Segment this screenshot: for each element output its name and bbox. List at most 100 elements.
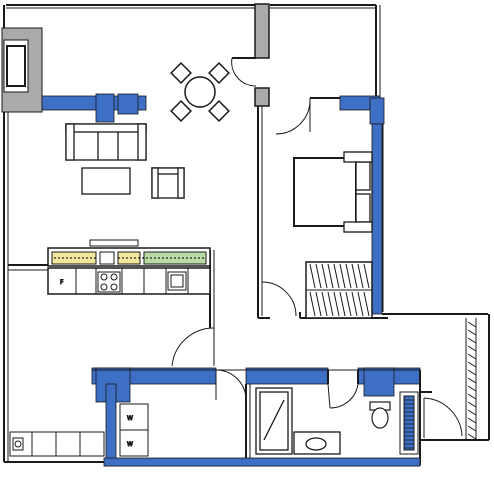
counter-dot bbox=[146, 257, 148, 259]
counter-dot bbox=[78, 257, 80, 259]
hanger bbox=[339, 263, 346, 289]
doors bbox=[171, 57, 463, 438]
counter-dot bbox=[150, 257, 152, 259]
counter-dot bbox=[142, 257, 144, 259]
door-swing-icon bbox=[171, 327, 215, 367]
hangers bbox=[309, 263, 370, 289]
counter-dot bbox=[194, 257, 196, 259]
structure-beams bbox=[41, 93, 421, 467]
counter-dot bbox=[74, 257, 76, 259]
hanger bbox=[357, 291, 364, 317]
hanger bbox=[345, 263, 352, 289]
railing-slat bbox=[467, 425, 477, 432]
hanger bbox=[321, 263, 328, 289]
counter-dot bbox=[54, 257, 56, 259]
counter-dot bbox=[166, 257, 168, 259]
counter-dot bbox=[62, 257, 64, 259]
hanger bbox=[327, 263, 334, 289]
kitchen-counter-icon: F bbox=[47, 239, 211, 295]
hanger bbox=[321, 291, 328, 317]
washbasin-icon bbox=[293, 431, 341, 455]
counter-dot bbox=[82, 257, 84, 259]
railing-slat bbox=[467, 321, 477, 328]
counter-dot bbox=[174, 257, 176, 259]
railing-slat bbox=[467, 409, 477, 416]
railing-slat bbox=[467, 417, 477, 424]
railing-slat bbox=[467, 329, 477, 336]
wardrobe-icon bbox=[305, 261, 373, 319]
railing-slat bbox=[467, 433, 477, 440]
counter-dot bbox=[170, 257, 172, 259]
washer-label: W bbox=[127, 415, 133, 422]
counter-dot bbox=[130, 257, 132, 259]
hanger bbox=[363, 291, 370, 317]
railing-slat bbox=[467, 345, 477, 352]
hanger bbox=[363, 263, 370, 289]
hanger bbox=[315, 291, 322, 317]
counter-dot bbox=[118, 257, 120, 259]
fridge-label: F bbox=[60, 279, 64, 286]
counter-dot bbox=[134, 257, 136, 259]
railing-slat bbox=[467, 337, 477, 344]
hanger bbox=[345, 291, 352, 317]
counter-dot bbox=[154, 257, 156, 259]
counter-dot bbox=[182, 257, 184, 259]
railing-slat bbox=[467, 369, 477, 376]
railing-slat bbox=[467, 401, 477, 408]
counter-dot bbox=[70, 257, 72, 259]
hanger bbox=[309, 263, 316, 289]
coffee-table-icon bbox=[81, 167, 131, 195]
hanger bbox=[327, 291, 334, 317]
counter-dot bbox=[58, 257, 60, 259]
sink-icon bbox=[12, 437, 24, 451]
toilet-icon bbox=[369, 401, 391, 429]
shelf-unit bbox=[399, 391, 419, 455]
counter-dot bbox=[138, 257, 140, 259]
hanger bbox=[357, 263, 364, 289]
railing-slat bbox=[467, 393, 477, 400]
counter-dot bbox=[202, 257, 204, 259]
door-swing-icon bbox=[261, 281, 297, 317]
hanger bbox=[351, 291, 358, 317]
counter-dot bbox=[178, 257, 180, 259]
structural-columns bbox=[254, 3, 270, 107]
fireplace-icon bbox=[1, 27, 43, 113]
counter-dot bbox=[190, 257, 192, 259]
bathtub-icon bbox=[255, 387, 293, 455]
hangers bbox=[309, 291, 370, 317]
railing-slat bbox=[467, 353, 477, 360]
door-swing-icon bbox=[275, 98, 311, 135]
dryer-label: W bbox=[127, 441, 133, 448]
hanger bbox=[333, 263, 340, 289]
counter-dot bbox=[90, 257, 92, 259]
hanger bbox=[309, 291, 316, 317]
door-swing-icon bbox=[231, 57, 257, 87]
sink-icon bbox=[167, 271, 187, 291]
stove-icon bbox=[97, 271, 121, 293]
counter-dot bbox=[122, 257, 124, 259]
counter-dot bbox=[198, 257, 200, 259]
door-swing-icon bbox=[215, 369, 247, 401]
hanger bbox=[315, 263, 322, 289]
counter-dot bbox=[86, 257, 88, 259]
laundry-area: W W bbox=[9, 403, 149, 457]
door-swing-icon bbox=[423, 397, 463, 438]
dining-set-icon bbox=[170, 62, 230, 122]
double-bed-icon bbox=[293, 151, 373, 233]
hanger bbox=[333, 291, 340, 317]
railing-slat bbox=[467, 361, 477, 368]
counter-dot bbox=[66, 257, 68, 259]
hanger bbox=[351, 263, 358, 289]
balcony-railing bbox=[467, 321, 477, 440]
armchair-icon bbox=[151, 167, 185, 199]
hanger bbox=[339, 291, 346, 317]
railing-slat bbox=[467, 385, 477, 392]
railing-slat bbox=[467, 377, 477, 384]
door-swing-icon bbox=[327, 383, 359, 409]
counter-dot bbox=[94, 257, 96, 259]
counter-dot bbox=[186, 257, 188, 259]
counter-dot bbox=[126, 257, 128, 259]
sofa-icon bbox=[65, 123, 147, 161]
